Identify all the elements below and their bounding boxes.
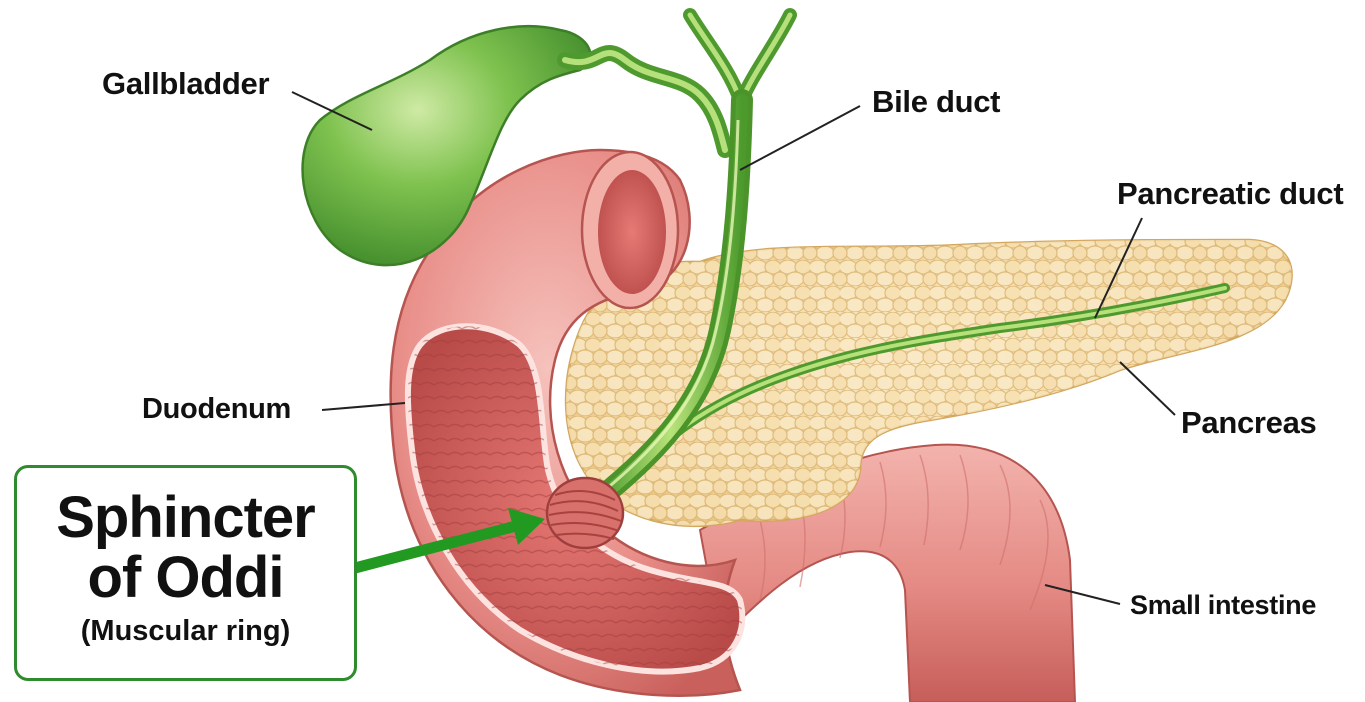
callout-title-line2: of Oddi	[17, 548, 354, 608]
pancreas-label: Pancreas	[1181, 405, 1316, 441]
gallbladder-label: Gallbladder	[102, 66, 269, 102]
callout-subtitle: (Muscular ring)	[17, 614, 354, 648]
sphincter-of-oddi	[547, 478, 623, 548]
bile-duct-label: Bile duct	[872, 84, 1000, 120]
pancreatic-duct-label: Pancreatic duct	[1117, 176, 1343, 212]
cystic-duct	[565, 53, 725, 150]
pancreas-leader	[1120, 362, 1175, 415]
hepatic-ducts	[690, 15, 790, 100]
small-intestine-label: Small intestine	[1130, 590, 1316, 621]
callout-title-line1: Sphincter	[17, 488, 354, 548]
sphincter-callout-box: Sphincter of Oddi (Muscular ring)	[14, 465, 357, 681]
bile-duct-leader	[740, 106, 860, 170]
duodenum-label: Duodenum	[142, 393, 291, 426]
